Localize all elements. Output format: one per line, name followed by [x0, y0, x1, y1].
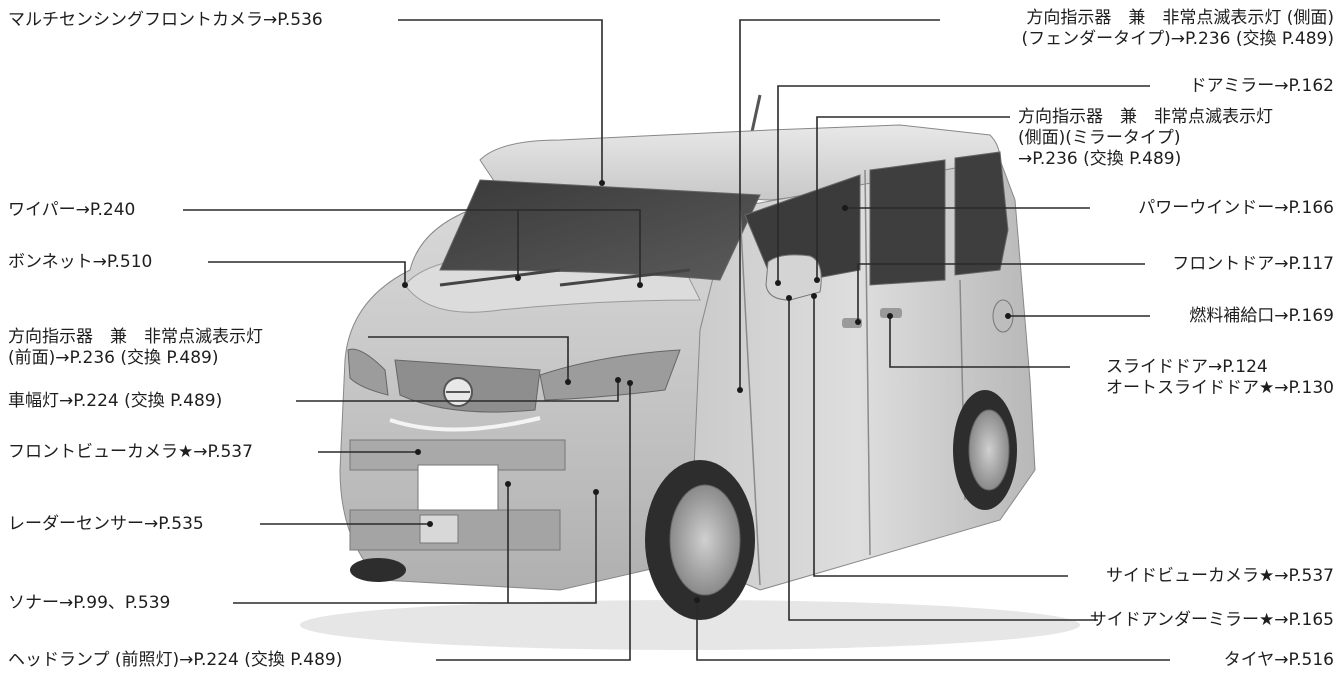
label-front-view-camera: フロントビューカメラ★→P.537 [8, 442, 253, 463]
rear-wheel [968, 409, 1010, 491]
front-left-tire [350, 558, 406, 582]
grille-chrome [389, 416, 541, 432]
label-text: レーダーセンサー→P.535 [8, 514, 204, 534]
label-multi-sensing-camera: マルチセンシングフロントカメラ→P.536 [8, 10, 323, 31]
label-power-window: パワーウインドー→P.166 [1138, 198, 1334, 219]
rear-window-glass [954, 151, 1009, 276]
label-text: サイドアンダーミラー★→P.165 [1089, 610, 1334, 630]
license-plate [417, 464, 499, 516]
label-text: →P.236 (交換 P.489) [1018, 149, 1182, 169]
label-front-turn-signal: 方向指示器 兼 非常点滅表示灯 (前面)→P.236 (交換 P.489) [8, 327, 263, 369]
label-text: (側面)(ミラータイプ) [1018, 128, 1181, 148]
label-tire: タイヤ→P.516 [1224, 650, 1334, 671]
label-bonnet: ボンネット→P.510 [8, 252, 152, 273]
label-text: ソナー→P.99、P.539 [8, 593, 171, 613]
label-front-door: フロントドア→P.117 [1172, 254, 1334, 275]
label-text: タイヤ→P.516 [1223, 650, 1334, 670]
label-fuel-lid: 燃料補給口→P.169 [1189, 306, 1334, 327]
label-text: (フェンダータイプ)→P.236 (交換 P.489) [1021, 29, 1335, 49]
label-text: 方向指示器 兼 非常点滅表示灯 (側面) [1026, 8, 1334, 28]
label-side-under-mirror: サイドアンダーミラー★→P.165 [1090, 610, 1334, 631]
label-text: ヘッドランプ (前照灯)→P.224 (交換 P.489) [8, 650, 343, 670]
front-wheel [669, 484, 741, 596]
wiper-arm-2 [559, 268, 691, 287]
label-side-turn-fender: 方向指示器 兼 非常点滅表示灯 (側面) (フェンダータイプ)→P.236 (交… [1022, 8, 1335, 50]
label-text: (前面)→P.236 (交換 P.489) [8, 348, 219, 368]
label-clearance-lamp: 車幅灯→P.224 (交換 P.489) [8, 391, 222, 412]
label-text: ワイパー→P.240 [8, 200, 136, 220]
label-text: 燃料補給口→P.169 [1189, 306, 1334, 326]
label-text: 方向指示器 兼 非常点滅表示灯 [8, 327, 263, 347]
leader-lines [183, 19, 1170, 661]
label-text: サイドビューカメラ★→P.537 [1106, 566, 1334, 586]
label-text: フロントビューカメラ★→P.537 [8, 442, 253, 462]
label-sonar: ソナー→P.99、P.539 [8, 593, 170, 614]
label-text: パワーウインドー→P.166 [1138, 198, 1334, 218]
leader-dots [402, 180, 1011, 603]
label-headlamp: ヘッドランプ (前照灯)→P.224 (交換 P.489) [8, 650, 342, 671]
label-wiper: ワイパー→P.240 [8, 200, 135, 221]
door-line-mid [864, 169, 871, 556]
slide-window-glass [869, 159, 946, 286]
headlamp-right [539, 349, 681, 401]
headlamp-left [347, 348, 389, 396]
ground-shadow [300, 600, 1080, 650]
slide-door-handle [880, 308, 902, 318]
label-door-mirror: ドアミラー→P.162 [1190, 76, 1334, 97]
label-text: マルチセンシングフロントカメラ→P.536 [8, 10, 323, 30]
label-text: ドアミラー→P.162 [1189, 76, 1334, 96]
label-text: スライドドア→P.124 [1106, 357, 1268, 377]
wiper-arm-1 [439, 268, 561, 287]
door-line-front [739, 209, 761, 586]
windshield-glass [439, 179, 761, 281]
label-text: フロントドア→P.117 [1172, 254, 1334, 274]
radar-cover [419, 514, 459, 544]
door-mirror-shape [765, 254, 822, 301]
label-text: ボンネット→P.510 [8, 252, 153, 272]
label-side-view-camera: サイドビューカメラ★→P.537 [1106, 566, 1334, 587]
label-text: 方向指示器 兼 非常点滅表示灯 [1018, 107, 1273, 127]
label-slide-door: スライドドア→P.124 オートスライドドア★→P.130 [1106, 357, 1334, 399]
label-text: オートスライドドア★→P.130 [1106, 378, 1334, 398]
label-text: 車幅灯→P.224 (交換 P.489) [8, 391, 223, 411]
label-radar-sensor: レーダーセンサー→P.535 [8, 514, 204, 535]
label-side-turn-mirror: 方向指示器 兼 非常点滅表示灯 (側面)(ミラータイプ) →P.236 (交換 … [1018, 107, 1273, 170]
